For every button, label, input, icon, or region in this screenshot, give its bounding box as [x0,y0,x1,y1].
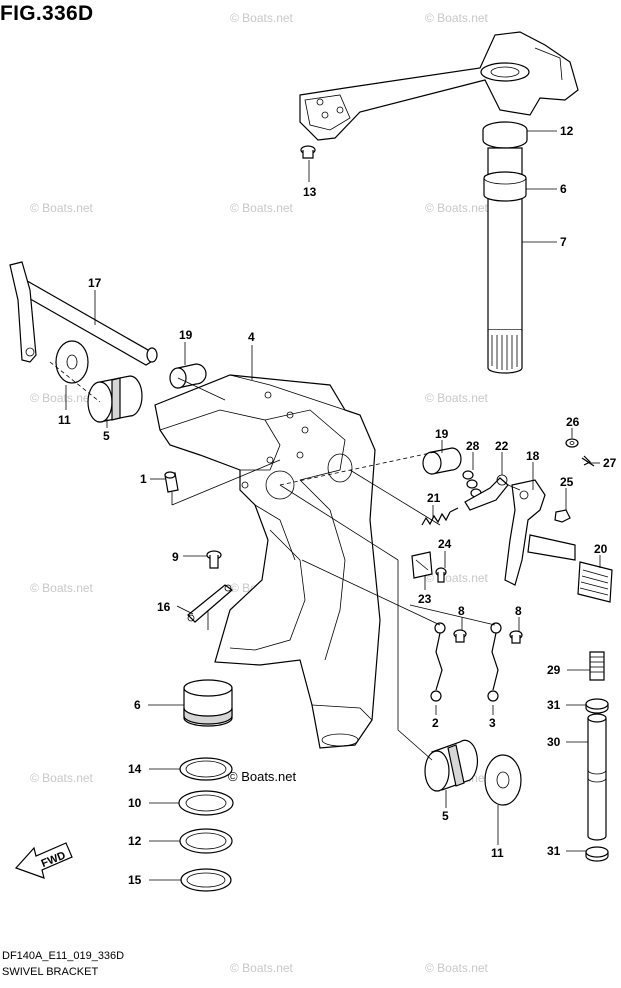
part-label: 5 [103,429,110,443]
fwd-arrow-icon: FWD [14,842,73,879]
part-label: 12 [128,834,142,848]
bolt-1 [164,471,179,493]
bracket-23 [411,551,433,579]
figure-title: FIG.336D [0,2,94,25]
wire-3 [487,622,502,702]
lever-18 [504,479,576,586]
watermark-dark: © Boats.net [228,769,297,784]
part-label: 31 [547,698,561,712]
part-label: 21 [427,491,441,505]
alignment-lines [49,361,521,761]
bolt-13 [300,145,316,159]
bush-5-right [424,739,479,792]
part-label: 17 [88,276,102,290]
part-label: 2 [432,716,439,730]
spring-21 [421,507,459,526]
part-label: 16 [157,600,171,614]
part-label: 19 [179,328,193,342]
part-label: 5 [442,809,449,823]
watermark: © Boats.net [425,571,489,585]
part-label: 18 [526,449,540,463]
tilt-rod [9,261,158,366]
screw-24 [435,567,447,583]
part-label: 28 [466,439,480,453]
part-label: 13 [303,185,317,199]
part-label: 31 [547,844,561,858]
part-label: 15 [128,873,142,887]
clip-31-bottom [585,846,609,862]
part-label: 11 [58,413,71,427]
part-label: 7 [560,235,567,249]
part-label: 4 [248,330,255,344]
watermark: © Boats.net [30,771,94,785]
ring-15 [180,868,232,892]
part-label: 14 [128,762,142,776]
watermark: © Boats.net [425,391,489,405]
part-label: 27 [603,456,617,470]
bush-6-lower [183,679,233,727]
part-label: 11 [491,846,504,860]
part-label: 26 [566,415,580,429]
leader-lines [65,130,601,881]
washer-11-left [55,340,89,384]
watermark: © Boats.net [30,201,94,215]
part-label: 12 [560,124,574,138]
part-label: 1 [140,472,147,486]
pin-27 [581,455,595,467]
bush-19-right [422,447,462,475]
watermark: © Boats.net [425,201,489,215]
watermark: © Boats.net [230,961,294,975]
washer-12 [179,828,233,854]
part-label: 19 [435,427,449,441]
watermark: © Boats.net [30,581,94,595]
watermark: © Boats.net [425,11,489,25]
strap-16 [187,584,233,623]
clip-31-top [585,698,609,714]
washer-26 [565,438,579,448]
part-label: 22 [495,439,509,453]
watermark: © Boats.net [230,11,294,25]
nut-25 [554,509,571,523]
bush-5-left [87,375,143,423]
ring-14 [179,757,233,781]
part-label: 25 [560,475,574,489]
footer-name: SWIVEL BRACKET [2,966,99,978]
bush-19-left [169,363,207,389]
part-label: 6 [134,698,141,712]
washer-10 [178,790,234,816]
part-label: 10 [128,796,142,810]
spring-pin-29 [589,651,605,681]
watermark: © Boats.net [30,391,94,405]
steering-arm [299,31,579,141]
part-label: 8 [458,604,465,618]
part-label: 3 [489,716,496,730]
part-labels: 12 13 6 7 17 19 4 11 5 1 26 27 19 28 22 … [58,124,617,887]
part-label: 8 [515,604,522,618]
bolt-8-left [453,629,467,643]
watermark: © Boats.net [230,201,294,215]
part-label: 24 [438,537,452,551]
part-label: 6 [560,182,567,196]
bolt-8-right [509,630,523,644]
part-label: 9 [172,550,179,564]
part-label: 23 [418,592,432,606]
bolt-9 [206,550,222,569]
plate-20 [577,561,613,603]
steering-shaft [482,121,528,374]
part-label: 20 [594,542,608,556]
part-label: 29 [547,663,561,677]
swivel-bracket-body [154,374,381,749]
wire-2 [430,622,446,702]
washer-11-right [484,754,522,806]
tube-30 [587,713,607,841]
watermark: © Boats.net [425,961,489,975]
footer-code: DF140A_E11_019_336D [2,950,125,962]
spring-28 [462,470,482,498]
part-label: 30 [547,735,561,749]
